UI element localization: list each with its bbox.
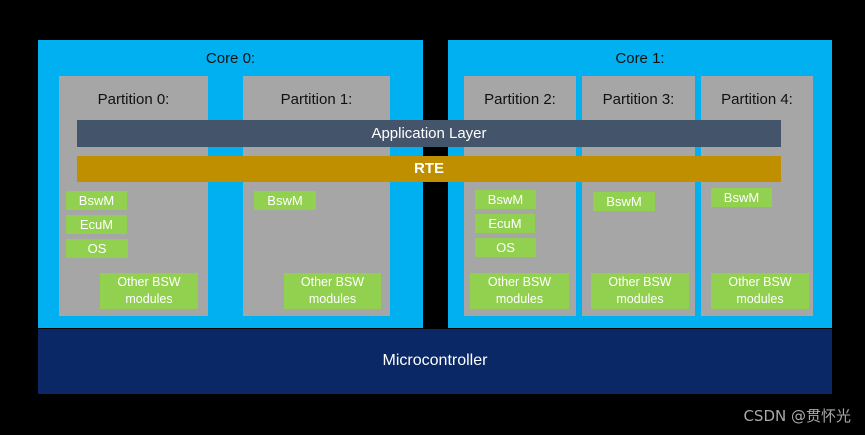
module-ecum-partition-2: EcuM: [475, 214, 535, 233]
module-other-bsw-partition-4: Other BSW modules: [711, 273, 809, 309]
application-layer-bar: Application Layer: [77, 120, 781, 147]
module-os-partition-2: OS: [475, 238, 536, 257]
partition-1-container: Partition 1: BswM Other BSW modules: [243, 76, 390, 316]
core-1-label: Core 1:: [615, 50, 665, 67]
partition-3-container: Partition 3: BswM Other BSW modules: [582, 76, 695, 316]
rte-layer-bar: RTE: [77, 156, 781, 182]
partition-4-container: Partition 4: BswM Other BSW modules: [701, 76, 813, 316]
module-bswm-partition-4: BswM: [711, 188, 772, 207]
partition-1-label: Partition 1:: [280, 91, 353, 108]
partition-4-label: Partition 4:: [721, 91, 793, 108]
partition-2-label: Partition 2:: [484, 91, 556, 108]
module-bswm-partition-3: BswM: [593, 192, 655, 211]
partition-3-label: Partition 3:: [602, 91, 675, 108]
module-bswm-partition-0: BswM: [66, 191, 127, 210]
core-1-container: Core 1: Partition 2: BswM EcuM OS Other …: [448, 40, 832, 328]
core-0-label: Core 0:: [205, 50, 256, 67]
module-other-bsw-partition-1: Other BSW modules: [284, 273, 381, 309]
microcontroller-bar: Microcontroller: [38, 329, 832, 394]
module-other-bsw-partition-0: Other BSW modules: [100, 273, 198, 309]
partition-0-label: Partition 0:: [97, 91, 170, 108]
module-other-bsw-partition-2: Other BSW modules: [470, 273, 569, 309]
partition-0-container: Partition 0: BswM EcuM OS Other BSW modu…: [59, 76, 208, 316]
module-ecum-partition-0: EcuM: [66, 215, 127, 234]
core-0-container: Core 0: Partition 0: BswM EcuM OS Other …: [38, 40, 423, 328]
module-bswm-partition-1: BswM: [254, 191, 316, 210]
watermark-text: CSDN @贯怀光: [743, 407, 851, 425]
module-bswm-partition-2: BswM: [475, 190, 536, 209]
module-other-bsw-partition-3: Other BSW modules: [591, 273, 689, 309]
partition-2-container: Partition 2: BswM EcuM OS Other BSW modu…: [464, 76, 576, 316]
module-os-partition-0: OS: [66, 239, 128, 258]
